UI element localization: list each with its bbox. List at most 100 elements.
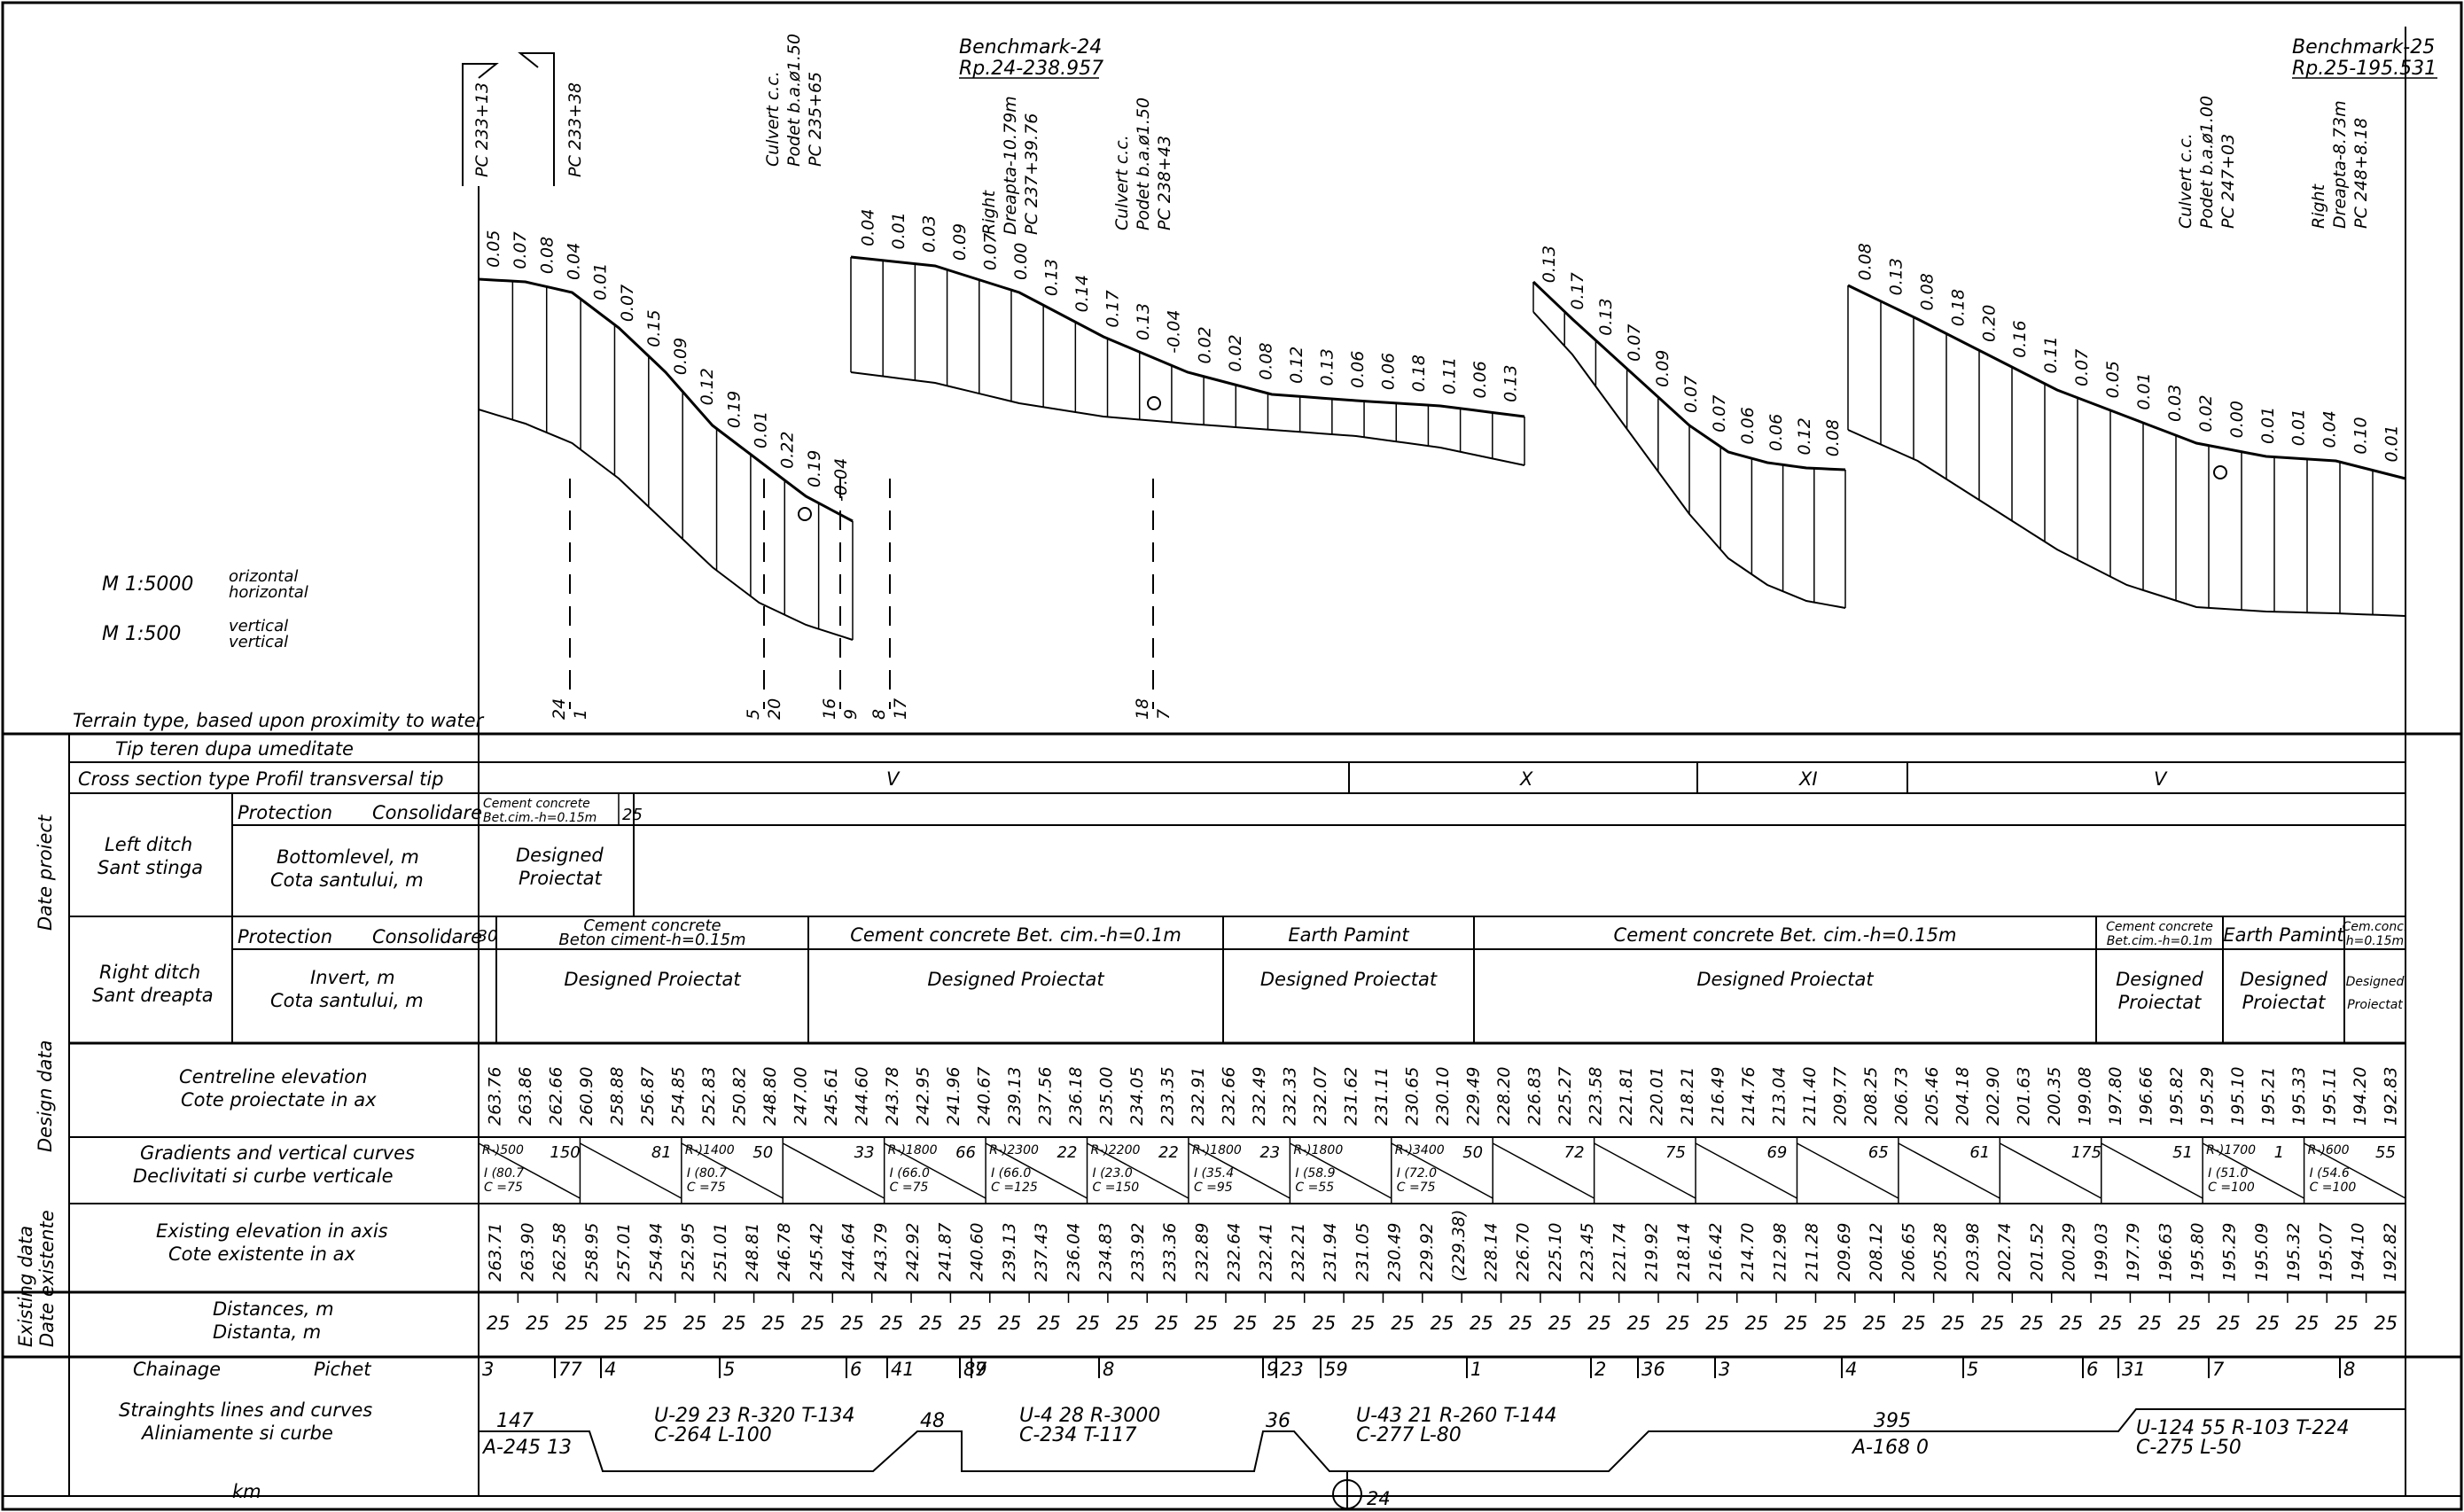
profile-offset-label: 0.02 bbox=[1226, 334, 1245, 371]
distance-value: 25 bbox=[604, 1313, 628, 1334]
profile-offset-label: 0.13 bbox=[1042, 259, 1062, 296]
gradient-i: I (58.9 bbox=[1295, 1166, 1335, 1181]
centreline-elevation: 250.82 bbox=[729, 1067, 749, 1126]
profile-offset-label: 0.02 bbox=[1195, 326, 1214, 363]
invert-en: Invert, m bbox=[310, 967, 395, 988]
distance-value: 25 bbox=[1784, 1313, 1808, 1334]
existing-elevation: 196.63 bbox=[2156, 1223, 2175, 1282]
gradient-c: C =95 bbox=[1194, 1181, 1233, 1195]
right1-line1: Right bbox=[979, 189, 999, 235]
existing-elevation: (229.38) bbox=[1449, 1210, 1469, 1282]
gradient-number: 61 bbox=[1969, 1143, 1990, 1162]
profile-offset-label: 0.00 bbox=[1011, 243, 1031, 280]
centreline-elevation: 195.82 bbox=[2167, 1067, 2187, 1126]
existing-elevation: 233.92 bbox=[1128, 1223, 1148, 1282]
profile-offset-label: 0.01 bbox=[752, 411, 771, 448]
gradient-number: 69 bbox=[1766, 1143, 1787, 1162]
right-ditch-protection: Earth Pamint bbox=[1288, 924, 1409, 946]
centreline-elevation: 230.10 bbox=[1433, 1067, 1453, 1126]
gradient-radius: R-)1700 bbox=[2206, 1143, 2256, 1157]
distance-value: 25 bbox=[1391, 1313, 1415, 1334]
gradient-i: I (51.0 bbox=[2208, 1166, 2248, 1181]
right-ditch-ro: Sant dreapta bbox=[92, 985, 214, 1006]
gradient-slope bbox=[580, 1142, 682, 1199]
centreline-elevation: 206.73 bbox=[1892, 1067, 1912, 1126]
left-ditch-protection-sub: Bet.cim.-h=0.15m bbox=[483, 811, 597, 825]
profile-offset-label: 0.07 bbox=[1710, 395, 1729, 433]
pc1-label: PC 233+13 bbox=[472, 82, 492, 177]
profile-offset-label: 0.07 bbox=[511, 231, 530, 269]
distance-value: 25 bbox=[2217, 1313, 2241, 1334]
centreline-elevation: 202.90 bbox=[1984, 1067, 2003, 1126]
gradient-number: 22 bbox=[1057, 1143, 1078, 1162]
gradient-slope bbox=[1695, 1142, 1797, 1199]
gradients-en: Gradients and vertical curves bbox=[140, 1142, 415, 1164]
gradient-number: 22 bbox=[1158, 1143, 1179, 1162]
terrain-mark-top: 24 bbox=[550, 698, 569, 720]
gradient-slope bbox=[2202, 1142, 2304, 1199]
bm25-value: Rp.25-195.531 bbox=[2292, 58, 2437, 80]
distance-value: 25 bbox=[919, 1313, 943, 1334]
scale-legend: M 1:5000 orizontal horizontal M 1:500 ve… bbox=[102, 567, 308, 651]
profile-offset-label: 0.11 bbox=[1440, 357, 1460, 394]
profile-offset-label: 0.13 bbox=[1134, 303, 1153, 340]
centreline-elevation: 243.78 bbox=[883, 1067, 902, 1126]
data-table bbox=[3, 732, 2461, 1497]
centreline-elevation: 221.81 bbox=[1617, 1067, 1636, 1126]
pc2-label: PC 233+38 bbox=[565, 82, 585, 177]
right-ditch-protection: Cement concrete bbox=[583, 916, 721, 935]
existing-elevation: 223.45 bbox=[1578, 1223, 1597, 1282]
profile-offset-label: 0.13 bbox=[1501, 365, 1521, 402]
centreline-elevation: 195.10 bbox=[2228, 1067, 2248, 1126]
gradient-number: 50 bbox=[752, 1143, 773, 1162]
right-ditch-design: Designed Proiectat bbox=[564, 969, 741, 990]
centreline-elevation: 194.20 bbox=[2351, 1067, 2370, 1126]
distance-value: 25 bbox=[1509, 1313, 1532, 1334]
existing-elevation: 206.65 bbox=[1899, 1223, 1918, 1282]
alignment-straight-3: 36 bbox=[1266, 1410, 1290, 1432]
existing-elevation: 219.92 bbox=[1642, 1223, 1662, 1282]
profile-offset-label: 0.06 bbox=[1379, 353, 1399, 390]
existing-elevation: 236.04 bbox=[1064, 1223, 1083, 1282]
curve2-bottom: C-234 T-117 bbox=[1019, 1424, 1137, 1446]
chainage-value: 3 bbox=[1719, 1359, 1730, 1380]
existing-elevation: 229.92 bbox=[1417, 1223, 1437, 1282]
existing-elevation: 202.74 bbox=[1995, 1223, 2015, 1282]
culvert1-line3: PC 235+65 bbox=[806, 72, 825, 167]
culvert1-line2: Podet b.a.ø1.50 bbox=[784, 34, 804, 167]
gradient-i: I (80.7 bbox=[484, 1166, 524, 1181]
existing-elevation: 195.29 bbox=[2220, 1223, 2240, 1282]
chainage-value: 23 bbox=[1280, 1359, 1304, 1380]
centreline-elevation: 214.76 bbox=[1739, 1067, 1758, 1126]
profile-offset-label: 0.03 bbox=[2165, 385, 2185, 422]
profile-bottom-line bbox=[1847, 429, 2406, 617]
centreline-elevation: 226.83 bbox=[1525, 1067, 1545, 1126]
profile-offset-label: 0.06 bbox=[1738, 407, 1758, 444]
profile-offset-label: 0.01 bbox=[591, 263, 611, 300]
right1-line3: PC 237+39.76 bbox=[1022, 113, 1041, 235]
profile-offset-label: 0.18 bbox=[1409, 355, 1429, 392]
profile-offset-label: 0.20 bbox=[1979, 305, 1999, 342]
centreline-elevation: 260.90 bbox=[577, 1067, 597, 1126]
curve3-bottom: C-277 L-80 bbox=[1356, 1424, 1462, 1446]
terrain-mark-top: 5 bbox=[744, 709, 763, 720]
scale-horizontal-ratio: M 1:5000 bbox=[102, 573, 193, 596]
bm24-value: Rp.24-238.957 bbox=[959, 58, 1103, 80]
curve4-bottom: C-275 L-50 bbox=[2136, 1437, 2242, 1459]
chainage-value: 5 bbox=[723, 1359, 735, 1380]
existing-elevation: 195.80 bbox=[2187, 1223, 2207, 1282]
right-ditch-protection: Cement concrete Bet. cim.-h=0.15m bbox=[1614, 924, 1957, 946]
profile-offset-label: 0.17 bbox=[1103, 290, 1123, 327]
right2-line1: Right bbox=[2309, 183, 2328, 229]
chainage-en: Chainage bbox=[133, 1359, 221, 1380]
km-marker-value: 24 bbox=[1367, 1488, 1391, 1509]
centreline-elevation: 234.05 bbox=[1127, 1067, 1147, 1126]
curve1-top: U-29 23 R-320 T-134 bbox=[654, 1405, 854, 1427]
existing-elevation: 214.70 bbox=[1738, 1223, 1758, 1282]
profile-offset-label: 0.01 bbox=[2289, 409, 2309, 446]
distance-value: 25 bbox=[1194, 1313, 1218, 1334]
right-ditch-design-sub: Proiectat bbox=[2347, 998, 2403, 1012]
right-ditch-protection-sub: Beton ciment-h=0.15m bbox=[558, 931, 745, 949]
